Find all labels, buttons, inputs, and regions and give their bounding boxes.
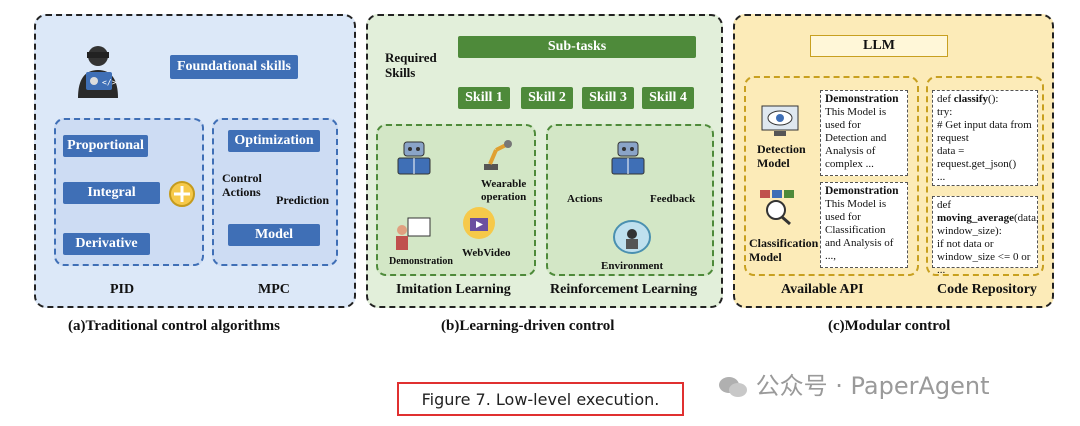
actions-label: Actions xyxy=(567,193,603,205)
wearable-operation-label: Wearable operation xyxy=(481,178,527,203)
demonstration-card-2-title: Demonstration xyxy=(825,185,899,197)
caption-a: (a)Traditional control algorithms xyxy=(68,318,280,334)
figure-caption-box: Figure 7. Low-level execution. xyxy=(397,382,684,416)
figure-caption: Figure 7. Low-level execution. xyxy=(421,389,660,409)
demonstration-card-1-text: This Model is used for Detection and Ana… xyxy=(825,106,887,170)
watermark-text: 公众号 · PaperAgent xyxy=(755,372,990,400)
optimization-box: Optimization xyxy=(228,130,320,152)
detection-model-label: Detection Model xyxy=(757,142,806,170)
code-repository-label: Code Repository xyxy=(937,282,1037,297)
robot-icon xyxy=(394,138,434,178)
control-actions-label: Control Actions xyxy=(222,171,262,199)
caption-b: (b)Learning-driven control xyxy=(441,318,615,334)
code-card-1-prefix: def xyxy=(937,93,954,105)
demonstration-card-2: Demonstration This Model is used for Cla… xyxy=(820,182,908,268)
integral-box: Integral xyxy=(63,182,160,204)
skill-1-box: Skill 1 xyxy=(458,87,510,109)
wechat-icon xyxy=(718,375,748,399)
svg-text:</>: </> xyxy=(102,78,117,87)
video-icon xyxy=(462,206,496,240)
hacker-person-icon: </> xyxy=(70,42,126,98)
code-card-2-prefix: def xyxy=(937,199,952,211)
skill-2-box: Skill 2 xyxy=(521,87,573,109)
imitation-learning-label: Imitation Learning xyxy=(396,282,511,297)
detection-eye-icon xyxy=(760,104,800,138)
prediction-label: Prediction xyxy=(276,193,330,207)
environment-icon xyxy=(612,218,652,256)
mpc-label: MPC xyxy=(258,282,290,297)
demonstration-icon xyxy=(392,216,432,252)
code-card-1: def classify(): try: # Get input data fr… xyxy=(932,90,1038,186)
derivative-box: Derivative xyxy=(63,233,150,255)
proportional-box: Proportional xyxy=(63,135,148,157)
rl-robot-icon xyxy=(608,138,648,178)
skill-3-box: Skill 3 xyxy=(582,87,634,109)
demonstration-card-1: Demonstration This Model is used for Det… xyxy=(820,90,908,176)
webvideo-label: WebVideo xyxy=(462,247,511,259)
robot-arm-icon xyxy=(480,136,516,172)
demonstration-card-2-text: This Model is used for Classification an… xyxy=(825,198,894,262)
environment-label: Environment xyxy=(601,260,664,272)
llm-box: LLM xyxy=(810,35,948,57)
imitation-subpanel xyxy=(376,124,536,276)
caption-c: (c)Modular control xyxy=(828,318,951,334)
skill-4-box: Skill 4 xyxy=(642,87,694,109)
demonstration-card-1-title: Demonstration xyxy=(825,93,899,105)
pid-label: PID xyxy=(110,282,135,297)
available-api-label: Available API xyxy=(781,282,864,297)
classification-magnifier-icon xyxy=(756,188,798,226)
code-card-2: def moving_average(data, window_size): i… xyxy=(932,196,1039,276)
code-card-1-body: (): try: # Get input data from request d… xyxy=(937,93,1032,183)
watermark: 公众号 · PaperAgent xyxy=(718,366,990,401)
classification-model-label: Classification Model xyxy=(749,236,819,264)
feedback-label: Feedback xyxy=(650,193,696,205)
subtasks-box: Sub-tasks xyxy=(458,36,696,58)
code-card-2-body: (data, window_size): if not data or wind… xyxy=(937,212,1039,276)
code-card-1-name: classify xyxy=(953,93,989,105)
code-card-2-name: moving_average xyxy=(937,212,1014,224)
demonstration-label: Demonstration xyxy=(389,256,453,267)
required-skills-label: Required Skills xyxy=(385,50,437,80)
reinforcement-learning-label: Reinforcement Learning xyxy=(550,282,698,297)
sum-icon xyxy=(168,180,196,208)
model-box: Model xyxy=(228,224,320,246)
foundational-skills-box: Foundational skills xyxy=(170,55,298,79)
